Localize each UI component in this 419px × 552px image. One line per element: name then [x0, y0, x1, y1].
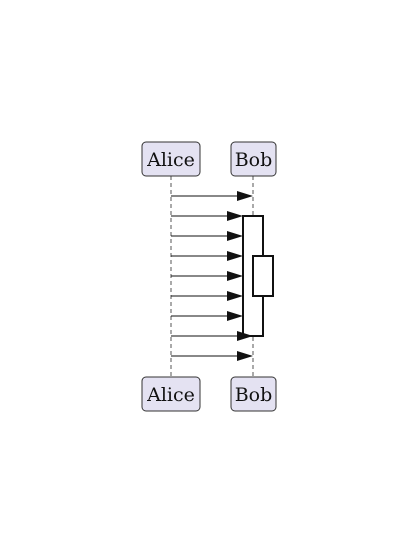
message-3: [171, 231, 243, 241]
message-2-arrowhead: [227, 211, 243, 221]
participant-alice-top: Alice: [141, 141, 201, 177]
message-3-arrowhead: [227, 231, 243, 241]
bob-activation-inner: [252, 255, 274, 297]
participant-bob-top-label: Bob: [235, 149, 273, 171]
message-5-arrowhead: [227, 271, 243, 281]
participant-alice-top-box: [141, 141, 201, 177]
participant-bob-top-box: [230, 141, 277, 177]
message-6-arrowhead: [227, 291, 243, 301]
message-8: [171, 331, 253, 341]
message-7: [171, 311, 243, 321]
participant-bob-top: Bob: [230, 141, 277, 177]
participant-bob-bottom-box: [230, 376, 277, 412]
message-7-arrowhead: [227, 311, 243, 321]
message-9: [171, 351, 253, 361]
participant-alice-bottom-box: [141, 376, 201, 412]
message-9-arrowhead: [237, 351, 253, 361]
participant-alice-bottom: Alice: [141, 376, 201, 412]
message-4-arrowhead: [227, 251, 243, 261]
message-5: [171, 271, 243, 281]
participant-alice-bottom-label: Alice: [146, 384, 195, 406]
message-4: [171, 251, 243, 261]
participant-alice-top-label: Alice: [146, 149, 195, 171]
participant-bob-bottom-label: Bob: [235, 384, 273, 406]
message-2: [171, 211, 243, 221]
message-8-arrowhead: [237, 331, 253, 341]
participant-bob-bottom: Bob: [230, 376, 277, 412]
message-1: [171, 191, 253, 201]
message-6: [171, 291, 243, 301]
message-1-arrowhead: [237, 191, 253, 201]
